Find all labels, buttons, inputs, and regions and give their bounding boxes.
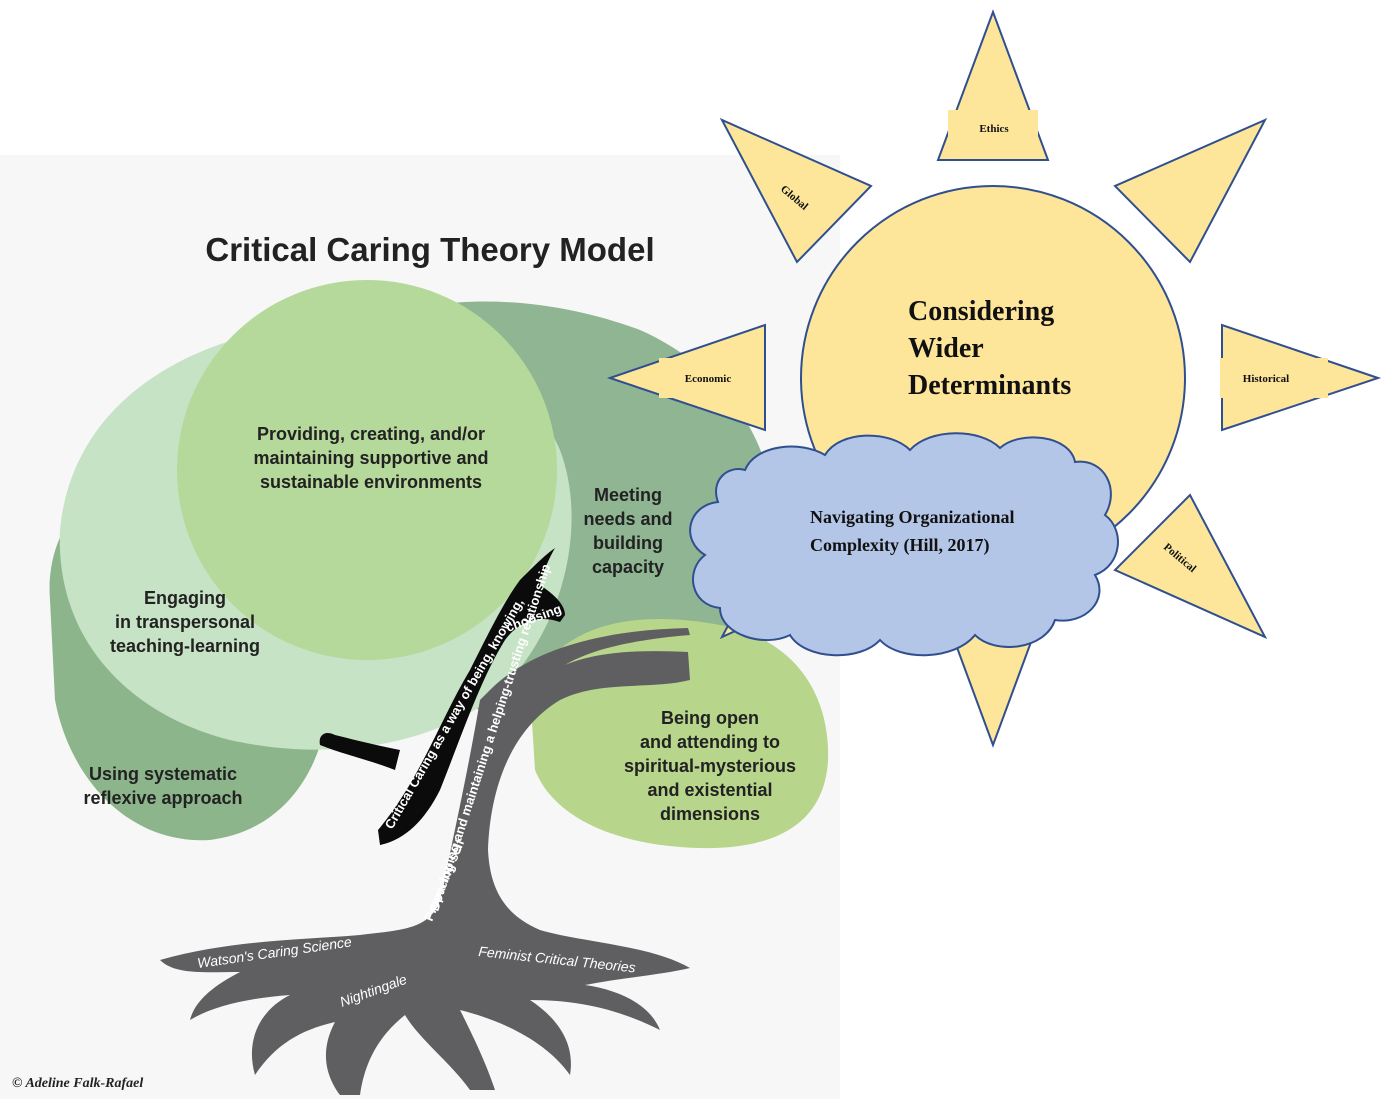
cloud-text-line-1: Navigating Organizational xyxy=(810,507,1015,527)
being-open-line-5: dimensions xyxy=(660,804,760,824)
region-systematic-label: Using systematic reflexive approach xyxy=(83,764,242,808)
sun-ray-upper-right xyxy=(1113,117,1268,264)
engaging-line-1: Engaging xyxy=(144,588,226,608)
ray-label-historical: Historical xyxy=(1243,373,1289,385)
sun-ray-upper-left xyxy=(719,117,873,264)
ray-label-ethics: Ethics xyxy=(979,123,1009,135)
sun-text-line-2: Wider xyxy=(908,333,984,364)
meeting-line-1: Meeting xyxy=(594,485,662,505)
sun-text-line-1: Considering xyxy=(908,296,1054,327)
region-providing-creating xyxy=(177,280,557,660)
providing-line-3: sustainable environments xyxy=(260,472,482,492)
region-engaging-label: Engaging in transpersonal teaching-learn… xyxy=(110,588,260,656)
economic-label-bg xyxy=(659,358,763,398)
trunk-shape xyxy=(160,628,690,1095)
tree-canopy xyxy=(49,280,829,849)
cloud-graphic xyxy=(689,432,1119,657)
providing-line-1: Providing, creating, and/or xyxy=(257,424,485,444)
black-branch xyxy=(319,548,565,845)
sun-center-text: Considering Wider Determinants xyxy=(908,296,1071,401)
providing-line-2: maintaining supportive and xyxy=(253,448,488,468)
region-being-open-label: Being open and attending to spiritual-my… xyxy=(624,708,796,824)
engaging-line-2: in transpersonal xyxy=(115,612,255,632)
engaging-line-3: teaching-learning xyxy=(110,636,260,656)
sun-text-line-3: Determinants xyxy=(908,370,1071,401)
ray-label-economic: Economic xyxy=(685,373,732,385)
region-meeting-label: Meeting needs and building capacity xyxy=(583,485,672,577)
meeting-line-2: needs and xyxy=(583,509,672,529)
meeting-line-4: capacity xyxy=(592,557,664,577)
black-branch-shape xyxy=(319,548,565,845)
sun-ray-lower-right xyxy=(1113,493,1268,640)
cloud-shape xyxy=(689,432,1119,657)
copyright-signature: © Adeline Falk-Rafael xyxy=(12,1076,143,1091)
systematic-line-2: reflexive approach xyxy=(83,788,242,808)
being-open-line-3: spiritual-mysterious xyxy=(624,756,796,776)
meeting-line-3: building xyxy=(593,533,663,553)
ethics-label-bg xyxy=(948,110,1038,146)
being-open-line-2: and attending to xyxy=(640,732,780,752)
cloud-text-line-2: Complexity (Hill, 2017) xyxy=(810,535,989,556)
region-providing-label: Providing, creating, and/or maintaining … xyxy=(253,424,488,492)
tree-trunk xyxy=(160,628,690,1095)
systematic-line-1: Using systematic xyxy=(89,764,237,784)
being-open-line-1: Being open xyxy=(661,708,759,728)
historical-label-bg xyxy=(1220,358,1328,398)
cloud-text: Navigating Organizational Complexity (Hi… xyxy=(810,507,1015,556)
being-open-line-4: and existential xyxy=(647,780,772,800)
tree-model-title: Critical Caring Theory Model xyxy=(205,231,654,268)
